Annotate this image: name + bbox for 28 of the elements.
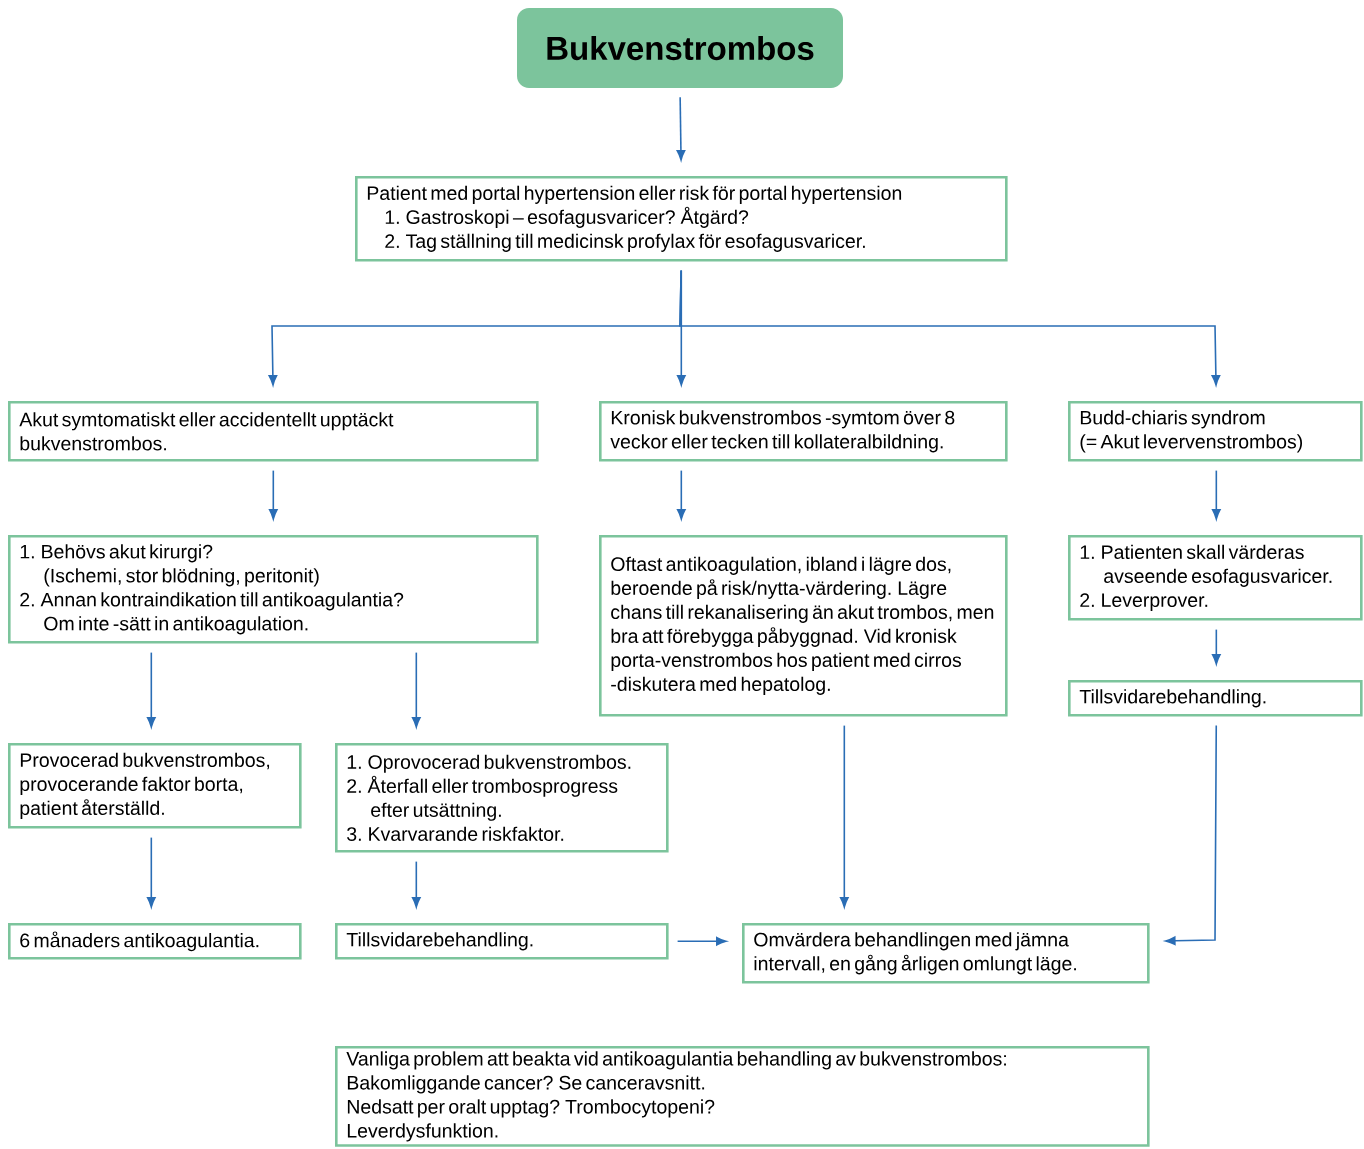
arrow: [676, 936, 727, 946]
process-box: Budd-chiaris syndrom (= Akut levervenstrombos): [1068, 401, 1363, 462]
arrow: [411, 651, 421, 728]
process-box: Oftast antikoagulation, ibland i lägre dos, beroende på risk/nytta-värdering. Lägre chans till rekanalisering än akut trombos, men bra att förebygga påbyggnad. Vid kronisk porta-venstrombos hos patient med cirros -diskutera med hepatolog.: [599, 535, 1008, 717]
arrow: [676, 469, 686, 520]
process-box: 1. Behövs akut kirurgi? (Ischemi, stor blödning, peritonit) 2. Annan kontraindikation till antikoagulantia? Om inte -sätt in antikoagulation.: [8, 535, 539, 644]
process-box: Akut symtomatiskt eller accidentellt upptäckt bukvenstrombos.: [8, 401, 539, 462]
arrow: [146, 651, 156, 728]
process-box: 1. Oprovocerad bukvenstrombos. 2. Återfall eller trombosprogress efter utsättning. 3. Kvarvarande riskfaktor.: [335, 743, 669, 853]
title-box: Bukvenstrombos: [517, 8, 843, 88]
arrow: [1165, 724, 1218, 946]
arrow: [268, 469, 278, 520]
arrow: [146, 836, 156, 908]
arrow: [679, 269, 1221, 386]
arrow: [1211, 469, 1221, 520]
process-box: Tillsvidarebehandling.: [1068, 680, 1363, 717]
process-box: 6 månaders antikoagulantia.: [8, 923, 302, 960]
process-box: Tillsvidarebehandling.: [335, 923, 669, 960]
arrow: [1211, 628, 1221, 665]
process-box: Omvärdera behandlingen med jämna intervall, en gång årligen omlungt läge.: [742, 923, 1150, 984]
note-box: Vanliga problem att beakta vid antikoagulantia behandling av bukvenstrombos: Bakomliggande cancer? Se canceravsnitt. Nedsatt per oralt upptag? Trombocytopeni? Leverdysfunktion.: [335, 1046, 1150, 1147]
arrow: [676, 96, 686, 161]
process-box: Kronisk bukvenstrombos -symtom över 8 veckor eller tecken till kollateralbildning.: [599, 401, 1008, 462]
process-box: 1. Patienten skall värderas avseende esofagusvaricer. 2. Leverprover.: [1068, 535, 1363, 621]
process-box: Patient med portal hypertension eller risk för portal hypertension 1. Gastroskopi – esofagusvaricer? Åtgärd? 2. Tag ställning till medicinsk profylax för esofagusvaricer.: [355, 176, 1008, 262]
arrow: [411, 860, 421, 908]
arrow: [839, 724, 849, 908]
process-box: Provocerad bukvenstrombos, provocerande faktor borta, patient återställd.: [8, 743, 302, 829]
